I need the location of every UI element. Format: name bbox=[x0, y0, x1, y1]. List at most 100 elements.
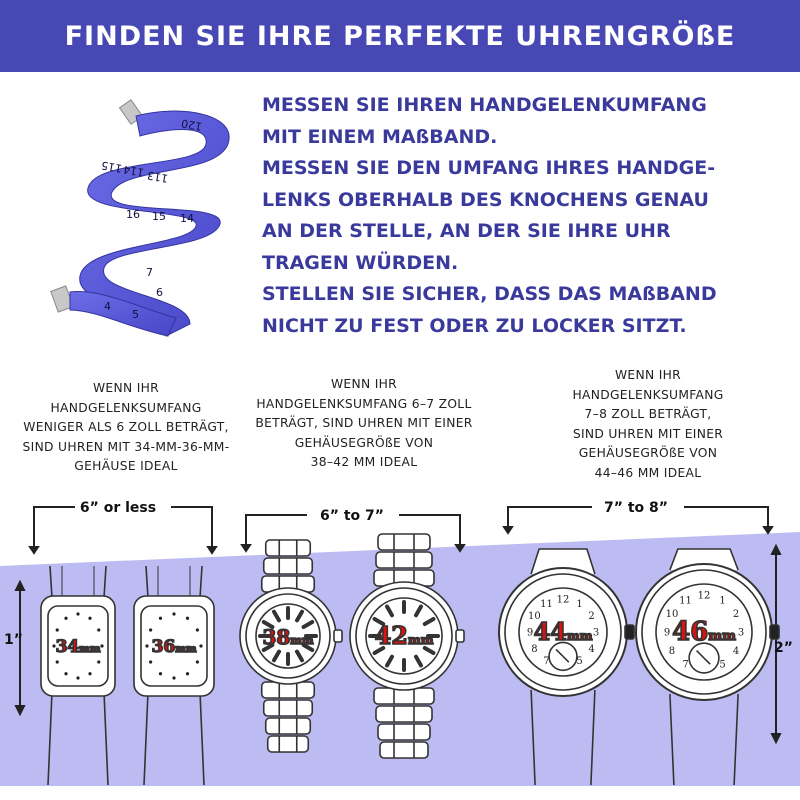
case-size-value: 34 bbox=[56, 637, 80, 657]
watch-strap bbox=[47, 691, 109, 786]
hour-marker bbox=[149, 660, 153, 664]
caption-line: 38–42 MM IDEAL bbox=[310, 455, 418, 469]
page-title: FINDEN SIE IHRE PERFEKTE UHRENGRÖßE bbox=[64, 20, 736, 52]
watch-34mm: 34mm bbox=[40, 565, 116, 786]
arrow-head-icon bbox=[14, 705, 26, 717]
hour-marker bbox=[195, 660, 199, 664]
dial-numeral: 11 bbox=[540, 599, 553, 610]
dial-numeral: 3 bbox=[738, 628, 744, 639]
dial-numeral: 2 bbox=[588, 611, 594, 622]
watch-dial bbox=[140, 605, 208, 687]
dial-numeral: 7 bbox=[682, 660, 688, 671]
tape-number: 115 bbox=[100, 159, 123, 175]
case-size-value: 38 bbox=[262, 625, 290, 649]
tape-number: 6 bbox=[156, 286, 163, 299]
watch-dial bbox=[255, 603, 321, 669]
tape-number: 114 bbox=[122, 163, 145, 179]
dial-numeral: 7 bbox=[543, 656, 549, 667]
hour-marker bbox=[261, 620, 275, 629]
hour-marker bbox=[52, 644, 56, 648]
tape-number: 7 bbox=[146, 266, 153, 279]
caption-medium-wrist: WENN IHR HANDGELENKSUMFANG 6–7 ZOLL BETR… bbox=[238, 375, 490, 473]
sub-dial-hand bbox=[562, 655, 570, 663]
arrow-head-icon bbox=[206, 546, 218, 555]
watch-dial bbox=[518, 587, 608, 677]
hour-marker bbox=[100, 644, 104, 648]
watch-strap bbox=[145, 565, 203, 599]
hour-marker bbox=[145, 644, 149, 648]
instruction-line: MIT EINEM MAßBAND. bbox=[262, 125, 498, 148]
sub-dial-hand bbox=[695, 650, 705, 659]
hour-marker bbox=[97, 628, 101, 632]
case-size-unit: mm bbox=[408, 633, 434, 647]
dial-numeral: 4 bbox=[733, 646, 739, 657]
watch-crown bbox=[455, 629, 465, 643]
caption-large-wrist: WENN IHR HANDGELENKSUMFANG 7–8 ZOLL BETR… bbox=[528, 366, 768, 483]
range-bracket bbox=[171, 506, 213, 553]
hour-marker bbox=[385, 654, 394, 668]
instruction-line: STELLEN SIE SICHER, DASS DAS MAßBAND bbox=[262, 283, 717, 305]
hour-marker bbox=[55, 628, 59, 632]
hour-marker bbox=[301, 643, 315, 652]
dial-numeral: 10 bbox=[528, 611, 541, 622]
dial-numeral: 3 bbox=[593, 628, 599, 639]
range-label: 6” or less bbox=[80, 500, 156, 516]
range-bracket bbox=[684, 506, 769, 533]
page-title-banner: FINDEN SIE IHRE PERFEKTE UHRENGRÖßE bbox=[0, 0, 800, 72]
arrow-head-icon bbox=[770, 543, 782, 555]
case-size-value: 44 bbox=[534, 617, 567, 646]
dial-numeral: 12 bbox=[557, 595, 570, 606]
case-size-unit: mm bbox=[175, 644, 197, 655]
strap-stitch bbox=[61, 566, 95, 598]
caption-line: WENN IHR bbox=[614, 368, 682, 382]
hour-marker bbox=[414, 604, 423, 618]
watch-dial bbox=[47, 605, 109, 687]
range-bracket bbox=[507, 506, 592, 533]
bracelet-link bbox=[264, 717, 312, 735]
hour-marker bbox=[64, 672, 68, 676]
arrow-head-icon bbox=[770, 733, 782, 745]
sub-dial-hand bbox=[555, 648, 564, 657]
hour-marker bbox=[372, 646, 386, 655]
tape-number: 113 bbox=[146, 169, 169, 185]
hour-marker bbox=[172, 676, 176, 680]
dial-numeral: 1 bbox=[719, 595, 725, 606]
arrow-head-icon bbox=[762, 526, 774, 535]
watch-strap bbox=[530, 689, 596, 786]
instruction-line: NICHT ZU FEST ODER ZU LOCKER SITZT. bbox=[262, 314, 687, 337]
caption-line: WENN IHR bbox=[330, 377, 398, 391]
dial-numeral: 5 bbox=[576, 656, 582, 667]
tape-number: 120 bbox=[180, 117, 203, 133]
hour-marker bbox=[158, 616, 163, 620]
arrow-head-icon bbox=[14, 579, 26, 591]
hour-marker bbox=[97, 660, 101, 664]
watch-46mm: 12123456789101146mm bbox=[635, 548, 780, 786]
hour-marker bbox=[185, 616, 190, 620]
dial-numeral: 4 bbox=[588, 644, 594, 655]
hour-marker bbox=[195, 628, 199, 632]
case-size-label: 34mm bbox=[56, 637, 101, 657]
measuring-instructions: MESSEN SIE IHREN HANDGELENKUMFANG MIT EI… bbox=[262, 90, 792, 342]
hour-marker bbox=[88, 672, 92, 676]
bracelet-link bbox=[379, 741, 429, 759]
wrist-width-label-left: 1” bbox=[4, 632, 23, 648]
tape-number: 14 bbox=[180, 212, 194, 225]
arrow-head-icon bbox=[240, 544, 252, 553]
watch-strap bbox=[530, 548, 596, 575]
watch-36mm: 36mm bbox=[133, 565, 215, 786]
case-size-label: 42mm bbox=[375, 621, 434, 650]
case-size-label: 44mm bbox=[534, 617, 593, 646]
hour-marker bbox=[55, 660, 59, 664]
hour-marker bbox=[185, 672, 190, 676]
dial-numeral: 11 bbox=[679, 595, 692, 606]
watch-crown bbox=[769, 624, 780, 640]
dial-numeral: 5 bbox=[719, 660, 725, 671]
watch-44mm: 12123456789101144mm bbox=[498, 548, 635, 786]
watch-strap bbox=[669, 548, 739, 571]
caption-line: SIND UHREN MIT EINER bbox=[572, 426, 724, 441]
caption-line: HANDGELENKSUMFANG 6–7 ZOLL bbox=[256, 396, 472, 411]
hour-marker bbox=[414, 654, 423, 668]
case-size-label: 36mm bbox=[152, 637, 197, 657]
hour-marker bbox=[149, 628, 153, 632]
